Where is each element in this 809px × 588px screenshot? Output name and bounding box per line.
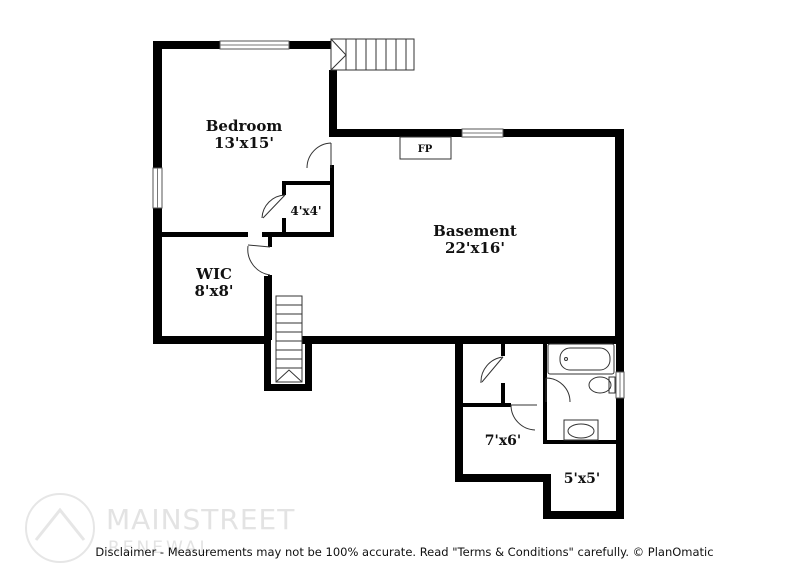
wall-wic-east-upper — [268, 237, 272, 247]
wall-stair-right — [305, 336, 312, 391]
fireplace-label: FP — [418, 144, 433, 155]
wall-bath-west-b — [543, 400, 547, 443]
wall-closet-west-top — [282, 181, 286, 195]
room-dims-5x5: 5'x5' — [564, 471, 600, 487]
wall-closet-west-bottom — [282, 218, 286, 237]
room-labels: Bedroom 13'x15' Basement 22'x16' WIC 8'x… — [194, 117, 600, 487]
room-name-basement: Basement — [433, 222, 517, 240]
wall-closet-top — [282, 181, 334, 185]
stairs-top-outline — [330, 38, 415, 71]
wall-closet2-top — [463, 340, 505, 344]
walls — [153, 41, 624, 519]
room-dims-closet-4x4: 4'x4' — [290, 204, 321, 218]
wall-bedroom-east — [329, 70, 337, 136]
fireplace — [399, 136, 452, 160]
toilet-icon — [588, 376, 612, 394]
wall-bedroom-wic-b — [262, 232, 272, 237]
fixtures — [399, 136, 616, 441]
disclaimer: Disclaimer - Measurements may not be 100… — [95, 545, 714, 559]
room-name-bedroom: Bedroom — [206, 117, 283, 135]
sink-icon — [563, 419, 599, 441]
wall-closet-bottom — [272, 232, 334, 237]
stairs-lower — [275, 295, 303, 383]
room-name-wic: WIC — [195, 265, 232, 283]
room-dims-bedroom: 13'x15' — [214, 134, 274, 152]
room-dims-7x6: 7'x6' — [485, 433, 521, 449]
room-dims-wic: 8'x8' — [194, 282, 233, 300]
sink-basin — [567, 423, 595, 439]
stairs-top — [330, 38, 415, 71]
room-dims-basement: 22'x16' — [445, 239, 505, 257]
wall-closet2-east-b — [501, 383, 505, 407]
wall-lower-bottom — [543, 511, 624, 519]
door-7x6 — [510, 404, 537, 431]
wall-bath-bottom — [543, 440, 620, 444]
watermark-house-icon — [34, 507, 86, 541]
bathtub-inner — [559, 347, 611, 371]
door-closet-4x4 — [261, 194, 286, 219]
door-wic — [247, 244, 271, 276]
watermark-logo: MAINSTREET RENEWAL — [25, 493, 295, 563]
wall-bedroom-top-right — [289, 41, 331, 49]
wall-lower-left2 — [543, 474, 551, 519]
door-bedroom — [306, 142, 332, 169]
wall-basement-bottom-left — [153, 336, 267, 344]
wall-bedroom-top-left — [153, 41, 220, 49]
stairs-lower-outline — [275, 295, 303, 383]
wall-bedroom-wic — [153, 232, 248, 237]
watermark-logo-icon — [25, 493, 95, 563]
wall-basement-bottom-mid — [298, 336, 463, 344]
watermark-sub: RENEWAL — [108, 538, 212, 558]
wall-stair-left — [264, 276, 271, 391]
watermark-brand: MAINSTREET — [106, 503, 295, 536]
toilet-tank — [608, 376, 616, 394]
wall-east — [615, 129, 624, 343]
wall-closet2-east — [501, 340, 505, 356]
bathtub-icon — [547, 343, 615, 375]
windows — [152, 40, 625, 399]
wall-basement-bottom-right — [458, 336, 624, 344]
wall-stair-bottom — [264, 384, 312, 391]
wall-lower-east2 — [616, 398, 624, 519]
door-bath — [545, 377, 571, 403]
wall-lower-left — [455, 336, 463, 481]
wall-lower-east — [616, 336, 624, 372]
wall-bath-west — [543, 340, 547, 400]
wall-basement-top-left — [329, 129, 462, 137]
door-closet2 — [480, 356, 504, 384]
wall-lower-bottom-left — [455, 474, 551, 482]
doors — [247, 142, 571, 431]
tub-drain — [564, 357, 568, 361]
wall-closet-east — [330, 165, 334, 237]
wall-closet2-bottom — [463, 403, 511, 407]
wall-basement-top-right — [503, 129, 624, 137]
